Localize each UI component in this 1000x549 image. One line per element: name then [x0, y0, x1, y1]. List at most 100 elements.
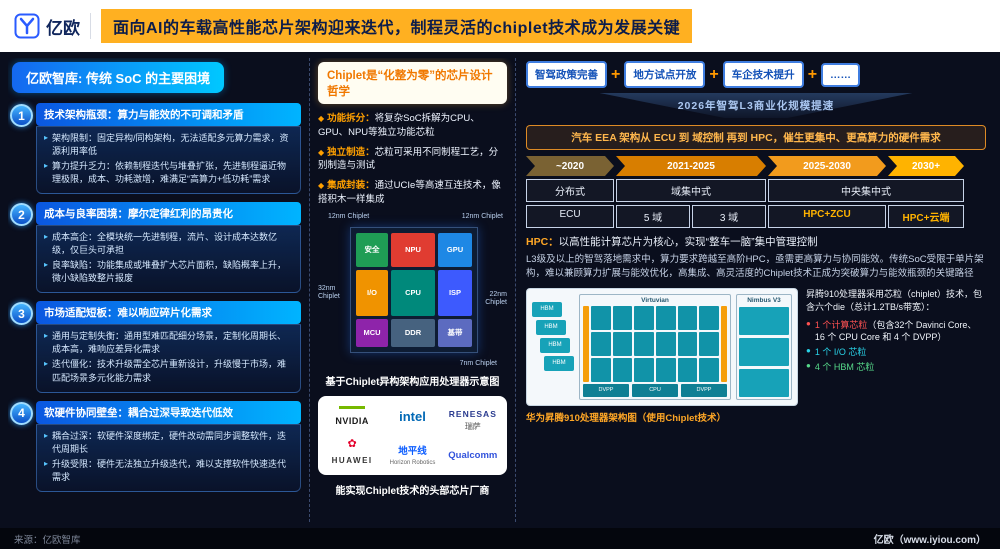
bullet-arrow-icon: ▸ [44, 430, 49, 440]
chiplet-processor-diagram: 12nm Chiplet 12nm Chiplet 32nm Chiplet 2… [318, 213, 507, 369]
compute-die-title: Virtuvian [641, 296, 669, 304]
l3-analysis-paragraph: L3级及以上的智驾落地需求中，算力要求跨越至高阶HPC，亟需更高算力与协同能效。… [526, 254, 984, 280]
chip-process-label: 12nm Chiplet [328, 212, 370, 220]
page-footer: 来源：亿欧智库 亿欧（www.iyiou.com） [0, 528, 1000, 549]
io-die-title: Nimbus V3 [747, 296, 781, 304]
ascend-diagram-caption: 华为昇腾910处理器架构图（使用Chiplet技术） [526, 412, 727, 424]
timeline-row: ~2020 2021-2025 2025-2030 2030+ [526, 156, 986, 176]
iyiou-logo: 亿欧 [14, 13, 80, 39]
compute-unit-row: ECU 5 域 3 域 HPC+ZCU HPC+云端 [526, 205, 986, 228]
chiplet-bullet-text: 将复杂SoC拆解为CPU、GPU、NPU等独立功能芯粒 [318, 113, 480, 138]
driver-box: 地方试点开放 [624, 61, 706, 88]
pain-point-title: 技术架构瓶颈：算力与能效的不可调和矛盾 [36, 103, 301, 126]
page-header: 亿欧 面向AI的车载高性能芯片架构迎来迭代，制程灵活的chiplet技术成为发展… [0, 0, 1000, 52]
item-number-badge: 4 [10, 401, 33, 425]
ascend-section: HBM HBM HBM HBM Virtuvian [526, 287, 986, 424]
bullet-dot-icon: ● [806, 345, 811, 355]
bullet-arrow-icon: ▸ [44, 331, 49, 341]
compute-unit-cell: HPC+云端 [888, 205, 964, 228]
hbm-stack: HBM HBM HBM HBM [532, 294, 574, 400]
bullet-dot-icon: ● [806, 360, 811, 370]
vendor-panel-caption: 能实现Chiplet技术的头部芯片厂商 [335, 485, 490, 497]
chiplet-bullet-text: 芯粒可采用不同制程工艺，分别制造与测试 [318, 146, 499, 172]
hpc-label: HPC： [526, 236, 559, 248]
pain-point-bullet: 迭代僵化：技术升级需全芯片重新设计，升级慢于市场，难匹配场景多元化能力需求 [52, 359, 287, 383]
pain-point-item-2: 2 成本与良率困境：摩尔定律红利的昂贵化 ▸成本高企：全模块统一先进制程，流片、… [10, 202, 301, 294]
chip-block: MCU [356, 318, 388, 347]
pain-point-bullet: 良率缺陷：功能集成或堆叠扩大芯片面积，缺陷概率上升，微小缺陷致整片报废 [52, 260, 287, 284]
interconnect-bar [721, 305, 727, 382]
funnel-annotation: 2026年智驾L3商业化规模提速 [526, 91, 986, 123]
chip-block: 基带 [438, 318, 472, 347]
bullet-arrow-icon: ▸ [44, 359, 49, 369]
architecture-row: 分布式 域集中式 中央集中式 [526, 179, 986, 202]
dvpp-module: DVPP [681, 383, 727, 397]
architecture-cell: 中央集中式 [768, 179, 964, 202]
hpc-definition: HPC：以高性能计算芯片为核心，实现“整车一脑”集中管理控制 [526, 234, 986, 249]
cpu-module: CPU [632, 383, 678, 397]
chiplet-concept-badge: Chiplet是“化整为零”的芯片设计哲学 [318, 62, 507, 104]
pain-point-body: ▸成本高企：全模块统一先进制程，流片、设计成本达数亿级，仅巨头可承担 ▸良率缺陷… [36, 225, 301, 294]
hbm-die: HBM [540, 337, 570, 353]
ascend-description: 昇腾910处理器采用芯粒（chiplet）技术，包含六个die（总计1.2TB/… [806, 288, 986, 424]
chip-block: I/O [356, 269, 388, 316]
chip-block: CPU [391, 269, 435, 316]
ascend-bullet: ● 4 个 HBM 芯粒 [806, 361, 986, 373]
pain-point-bullet: 成本高企：全模块统一先进制程，流片、设计成本达数亿级，仅巨头可承担 [52, 232, 278, 256]
compute-die: Virtuvian DVPP CPU [579, 293, 731, 400]
right-column-market-evolution: 智驾政策完善 + 地方试点开放 + 车企技术提升 + …… 2026年智驾L3商… [516, 58, 992, 522]
nvidia-logo: NVIDIA [335, 405, 369, 429]
pain-point-bullet: 算力提升乏力：依赖制程迭代与堆叠扩张，先进制程逼近物理极限，成本、功耗激增，难满… [52, 161, 287, 185]
chip-process-label: 32nm Chiplet [318, 284, 340, 300]
bullet-arrow-icon: ▸ [44, 260, 49, 270]
iyiou-logo-icon [14, 13, 40, 39]
pain-point-item-4: 4 软硬件协同壁垒：耦合过深导致迭代低效 ▸耦合过深：软硬件深度绑定，硬件改动需… [10, 400, 301, 492]
timeline-segment: 2030+ [888, 156, 964, 176]
bullet-arrow-icon: ▸ [44, 133, 49, 142]
left-column-soc-pain-points: 亿欧智库: 传统 SoC 的主要困境 1 技术架构瓶颈：算力与能效的不可调和矛盾… [8, 58, 310, 522]
bullet-dot-icon: ● [806, 318, 811, 328]
ascend-bullet-lead: 1 个计算芯粒 [814, 319, 868, 330]
hbm-die: HBM [544, 355, 574, 371]
huawei-logo: ✿ HUAWEI [331, 438, 373, 466]
logo-text: 亿欧 [46, 18, 80, 38]
compute-unit-cell: ECU [526, 205, 614, 228]
qualcomm-logo: Qualcomm [448, 449, 498, 461]
pain-point-bullet: 耦合过深：软硬件深度绑定，硬件改动需同步调整软件，迭代周期长 [52, 430, 287, 454]
chiplet-bullet: ◆独立制造：芯粒可采用不同制程工艺，分别制造与测试 [318, 146, 507, 174]
hbm-die: HBM [532, 301, 562, 317]
chip-diagram-caption: 基于Chiplet异构架构应用处理器示意图 [325, 376, 500, 388]
item-number-badge: 3 [10, 302, 33, 326]
pain-point-title: 软硬件协同壁垒：耦合过深导致迭代低效 [36, 400, 301, 424]
huawei-flower-icon: ✿ [347, 438, 357, 451]
compute-unit-cell: 5 域 [616, 205, 690, 228]
timeline-segment: 2025-2030 [768, 156, 886, 176]
header-divider [90, 13, 91, 39]
chiplet-bullet-label: 独立制造： [327, 146, 375, 158]
pain-point-list: 1 技术架构瓶颈：算力与能效的不可调和矛盾 ▸架构限制：固定异构/同构架构，无法… [10, 103, 301, 492]
item-number-badge: 2 [10, 203, 33, 227]
compute-unit-cell: HPC+ZCU [768, 205, 886, 228]
pain-point-title: 市场适配短板：难以响应碎片化需求 [36, 301, 301, 325]
pain-point-bullet: 通用与定制失衡：通用型难匹配细分场景，定制化周期长、成本高，难响应差异化需求 [52, 331, 287, 355]
timeline-segment: 2021-2025 [616, 156, 766, 176]
ascend-bullet-lead: 4 个 HBM 芯粒 [814, 361, 875, 372]
vendor-logo-panel: NVIDIA intel RENESAS 瑞萨 ✿ HUAWEI 地平线 Hor… [318, 395, 507, 475]
pain-point-title: 成本与良率困境：摩尔定律红利的昂贵化 [36, 202, 301, 226]
eea-evolution-banner: 汽车 EEA 架构从 ECU 到 域控制 再到 HPC，催生更集中、更高算力的硬… [526, 125, 986, 150]
pain-point-bullet: 架构限制：固定异构/同构架构，无法适配多元算力需求，资源利用率低 [52, 133, 289, 157]
intel-logo: intel [399, 409, 426, 425]
chip-process-label: 22nm Chiplet [485, 290, 507, 306]
horizon-robotics-logo: 地平线 Horizon Robotics [389, 446, 436, 466]
pain-point-item-1: 1 技术架构瓶颈：算力与能效的不可调和矛盾 ▸架构限制：固定异构/同构架构，无法… [10, 103, 301, 195]
architecture-cell: 域集中式 [616, 179, 766, 202]
hpc-note-text: 以高性能计算芯片为核心，实现“整车一脑”集中管理控制 [558, 236, 818, 248]
dvpp-module: DVPP [583, 383, 629, 397]
brand-note: 亿欧（www.iyiou.com） [873, 535, 986, 546]
chip-block: 安全 [356, 232, 388, 267]
main-content: 亿欧智库: 传统 SoC 的主要困境 1 技术架构瓶颈：算力与能效的不可调和矛盾… [0, 52, 1000, 528]
funnel-text: 2026年智驾L3商业化规模提速 [677, 100, 835, 112]
middle-column-chiplet-concept: Chiplet是“化整为零”的芯片设计哲学 ◆功能拆分：将复杂SoC拆解为CPU… [310, 58, 516, 522]
driver-box: 车企技术提升 [722, 61, 804, 88]
ascend-bullet-rest: （包含32个 Davinci Core、16 个 CPU Core 和 4 个 … [814, 319, 977, 342]
